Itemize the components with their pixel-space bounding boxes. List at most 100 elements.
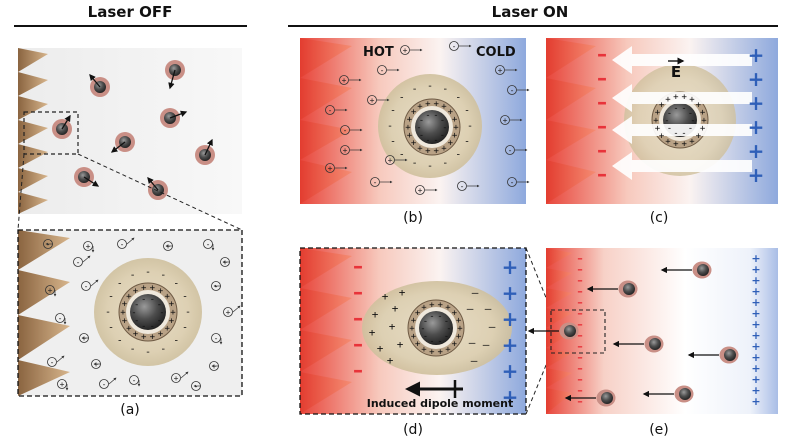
minus-charge-icon: -: [160, 270, 166, 281]
svg-text:-: -: [132, 376, 137, 385]
svg-text:-: -: [102, 380, 107, 389]
plus-charge-icon: +: [122, 299, 128, 309]
minus-charge-icon: -: [681, 104, 686, 114]
svg-text:+: +: [342, 76, 347, 85]
svg-text:+: +: [388, 156, 393, 165]
plus-charge-icon: +: [681, 92, 687, 102]
plus-charge-icon: +: [751, 384, 760, 397]
electrode-sawtooth-icon: [300, 248, 352, 414]
minus-charge-icon: -: [444, 332, 449, 342]
plus-charge-icon: +: [417, 102, 423, 112]
svg-text:+: +: [328, 164, 333, 173]
plus-charge-icon: +: [389, 320, 396, 333]
plus-charge-icon: +: [409, 324, 415, 334]
svg-text:+: +: [498, 66, 503, 75]
minus-ion-icon: [507, 177, 517, 187]
plus-charge-icon: +: [502, 281, 519, 305]
minus-ion-icon: [81, 281, 91, 291]
minus-charge-icon: –: [472, 286, 479, 299]
svg-text:+: +: [418, 186, 423, 195]
plus-charge-icon: +: [169, 299, 175, 309]
minus-charge-icon: -: [425, 111, 430, 121]
nanoparticle-icon: [564, 389, 616, 407]
minus-charge-icon: -: [667, 124, 672, 134]
minus-charge-icon: -: [412, 84, 418, 95]
minus-charge-icon: –: [483, 338, 490, 351]
plus-ion-icon: [367, 95, 377, 105]
minus-charge-icon: -: [664, 116, 669, 126]
velocity-arrow-icon: [56, 355, 65, 363]
minus-ion-icon: [73, 257, 83, 267]
minus-charge-icon: -: [444, 316, 449, 326]
svg-text:-: -: [76, 258, 81, 267]
panel-b: ++++++++++++++++++----------------------…: [300, 38, 530, 204]
plus-charge-icon: +: [407, 115, 413, 125]
nanoparticle-icon: [687, 346, 739, 364]
minus-charge-icon: -: [185, 307, 191, 318]
electrode-sawtooth-icon: [18, 48, 48, 214]
minus-charge-icon: –: [353, 254, 363, 278]
plus-charge-icon: +: [700, 124, 706, 134]
plus-ion-icon: [339, 75, 349, 85]
nanoparticle-icon: [110, 132, 135, 153]
minus-charge-icon: -: [455, 93, 461, 104]
plus-charge-icon: +: [751, 340, 760, 353]
plus-charge-icon: +: [751, 274, 760, 287]
nanoparticle-icon: [586, 280, 638, 298]
minus-charge-icon: -: [440, 115, 445, 125]
minus-charge-icon: -: [688, 124, 693, 134]
minus-charge-icon: -: [425, 135, 430, 145]
minus-charge-icon: -: [182, 292, 188, 303]
plus-charge-icon: +: [659, 131, 665, 141]
minus-ion-icon: [129, 375, 139, 385]
minus-charge-icon: -: [412, 158, 418, 169]
minus-charge-icon: -: [427, 161, 433, 172]
minus-charge-icon: -: [437, 336, 442, 346]
nanoparticle-icon: [195, 138, 215, 165]
svg-text:-: -: [214, 334, 219, 343]
plus-charge-icon: +: [133, 286, 139, 296]
plus-charge-icon: +: [372, 308, 379, 321]
svg-text:+: +: [370, 96, 375, 105]
plus-charge-icon: +: [701, 116, 707, 126]
minus-charge-icon: –: [577, 318, 583, 331]
nanoparticle-core: [130, 294, 166, 330]
minus-ion-icon: [47, 357, 57, 367]
minus-charge-icon: -: [117, 279, 123, 290]
minus-charge-icon: -: [420, 324, 425, 334]
plus-charge-icon: +: [169, 317, 175, 327]
minus-charge-icon: -: [681, 128, 686, 138]
svg-text:+: +: [48, 286, 53, 295]
svg-text:+: +: [82, 334, 87, 343]
minus-charge-icon: -: [427, 81, 433, 92]
plus-charge-icon: +: [433, 147, 439, 157]
minus-charge-icon: -: [429, 312, 434, 322]
plus-charge-icon: +: [751, 318, 760, 331]
minus-charge-icon: -: [467, 121, 473, 132]
plus-charge-icon: +: [448, 108, 454, 118]
minus-charge-icon: -: [390, 106, 396, 117]
caption-e: (e): [649, 422, 669, 438]
nanoparticle-icon: [660, 261, 712, 279]
zoom-connector: [525, 352, 552, 415]
plus-charge-icon: +: [399, 286, 406, 299]
svg-text:+: +: [226, 308, 231, 317]
minus-charge-icon: -: [130, 270, 136, 281]
minus-charge-icon: -: [390, 136, 396, 147]
caption-a: (a): [120, 402, 140, 418]
plus-charge-icon: +: [415, 339, 421, 349]
zoom-connector: [77, 153, 243, 231]
plus-charge-icon: +: [655, 124, 661, 134]
plus-charge-icon: +: [502, 385, 519, 409]
plus-charge-icon: +: [441, 102, 447, 112]
plus-ion-icon: [495, 65, 505, 75]
plus-charge-icon: +: [382, 290, 389, 303]
plus-charge-icon: +: [425, 99, 431, 109]
minus-charge-icon: –: [577, 395, 583, 408]
plus-ion-icon: [400, 45, 410, 55]
minus-charge-icon: –: [577, 329, 583, 342]
nanoparticle-icon: [165, 60, 185, 90]
plus-charge-icon: +: [392, 302, 399, 315]
plus-charge-icon: +: [751, 252, 760, 265]
plus-charge-icon: +: [405, 123, 411, 133]
